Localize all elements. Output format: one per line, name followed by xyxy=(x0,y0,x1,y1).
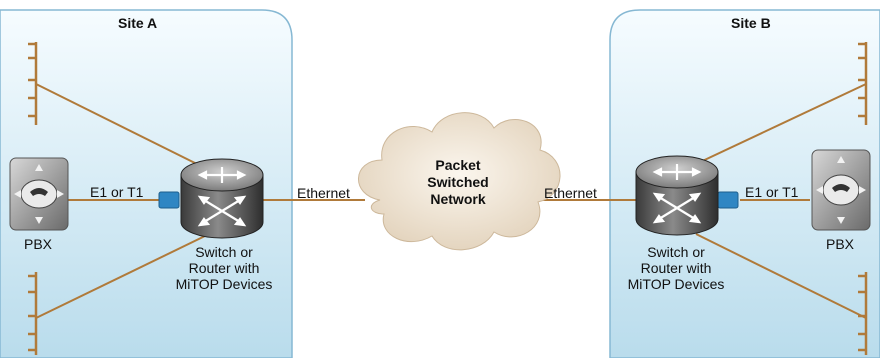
switch-left-label-line1: Switch or xyxy=(195,244,253,260)
switch-router-left-icon xyxy=(180,158,264,239)
cloud-label-line3: Network xyxy=(430,191,486,207)
pbx-right-label: PBX xyxy=(826,236,855,252)
site-a-title: Site A xyxy=(118,15,158,31)
switch-left-label-line3: MiTOP Devices xyxy=(175,276,273,292)
site-b-title: Site B xyxy=(731,15,771,31)
pbx-right-icon xyxy=(811,149,871,231)
packet-switched-network-cloud-icon xyxy=(358,112,561,251)
site-a-top-terminal-icon xyxy=(28,42,38,125)
site-b-top-terminal-icon xyxy=(858,42,868,125)
site-a-bottom-terminal-icon xyxy=(28,272,38,355)
right-e1-connector-icon xyxy=(717,191,739,209)
switch-router-right-icon xyxy=(635,155,719,236)
left-ethernet-label: Ethernet xyxy=(297,185,350,201)
site-b-links xyxy=(540,83,867,319)
site-b-panel xyxy=(609,9,880,358)
site-a-panel xyxy=(0,9,293,358)
switch-right-label-line1: Switch or xyxy=(647,244,705,260)
switch-left-label: Switch or Router with MiTOP Devices xyxy=(172,244,276,292)
left-e1-connector-icon xyxy=(158,191,180,209)
switch-right-label: Switch or Router with MiTOP Devices xyxy=(618,244,734,292)
site-b-bottom-terminal-icon xyxy=(858,272,868,355)
right-e1t1-label: E1 or T1 xyxy=(745,184,799,200)
right-ethernet-label: Ethernet xyxy=(544,185,597,201)
cloud-label: Packet Switched Network xyxy=(408,157,508,208)
pbx-left-label: PBX xyxy=(24,236,53,252)
switch-right-label-line3: MiTOP Devices xyxy=(627,276,725,292)
cloud-label-line1: Packet xyxy=(435,157,481,173)
left-e1t1-label: E1 or T1 xyxy=(90,184,144,200)
switch-left-label-line2: Router with xyxy=(188,260,260,276)
pbx-left-icon xyxy=(9,157,69,231)
site-a-links xyxy=(35,83,365,319)
switch-right-label-line2: Router with xyxy=(640,260,712,276)
cloud-label-line2: Switched xyxy=(427,174,489,190)
